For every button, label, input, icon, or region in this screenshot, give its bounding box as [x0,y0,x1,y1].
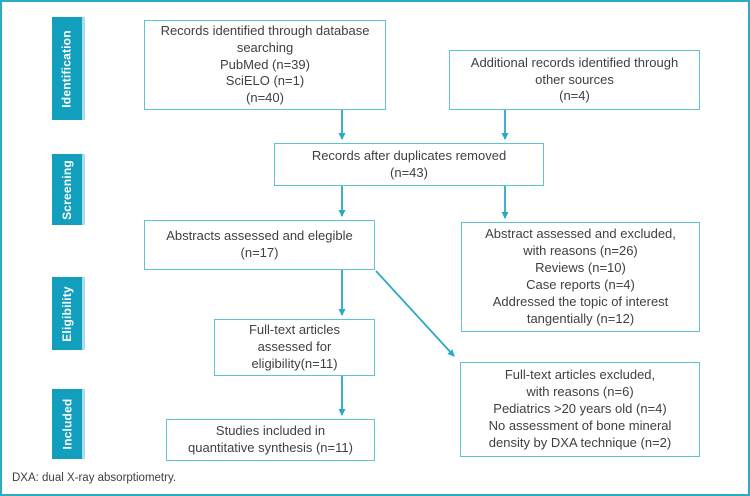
stage-included: Included [52,389,85,459]
box-abstracts-excluded-text: Abstract assessed and excluded, with rea… [485,226,676,326]
stage-screening: Screening [52,154,85,225]
box-abstracts-excluded: Abstract assessed and excluded, with rea… [461,222,700,332]
box-fulltext-excluded-text: Full-text articles excluded, with reason… [488,367,672,450]
stage-eligibility: Eligibility [52,277,85,350]
stage-eligibility-label: Eligibility [60,285,75,342]
box-fulltext-excluded: Full-text articles excluded, with reason… [460,362,700,457]
box-studies-included: Studies included in quantitative synthes… [166,419,375,461]
box-fulltext-assessed: Full-text articles assessed for eligibil… [214,319,375,376]
stage-included-label: Included [60,398,74,450]
box-abstracts-eligible: Abstracts assessed and elegible (n=17) [144,220,375,270]
box-duplicates-removed: Records after duplicates removed (n=43) [274,143,544,186]
box-records-identified: Records identified through database sear… [144,20,386,110]
box-records-identified-text: Records identified through database sear… [160,22,370,106]
box-fulltext-assessed-text: Full-text articles assessed for eligibil… [248,322,341,371]
box-abstracts-eligible-text: Abstracts assessed and elegible (n=17) [166,228,353,260]
abbreviation-footnote: DXA: dual X-ray absorptiometry. [12,472,177,484]
box-additional-records: Additional records identified through ot… [449,50,700,110]
box-studies-included-text: Studies included in quantitative synthes… [188,423,353,455]
box-duplicates-removed-text: Records after duplicates removed (n=43) [311,147,507,180]
stage-identification: Identification [52,17,85,120]
stage-identification-label: Identification [60,29,74,108]
box-additional-records-text: Additional records identified through ot… [470,54,679,104]
arrow-abstracts-to-fulltext-excluded [375,270,455,357]
stage-screening-label: Screening [60,159,75,220]
